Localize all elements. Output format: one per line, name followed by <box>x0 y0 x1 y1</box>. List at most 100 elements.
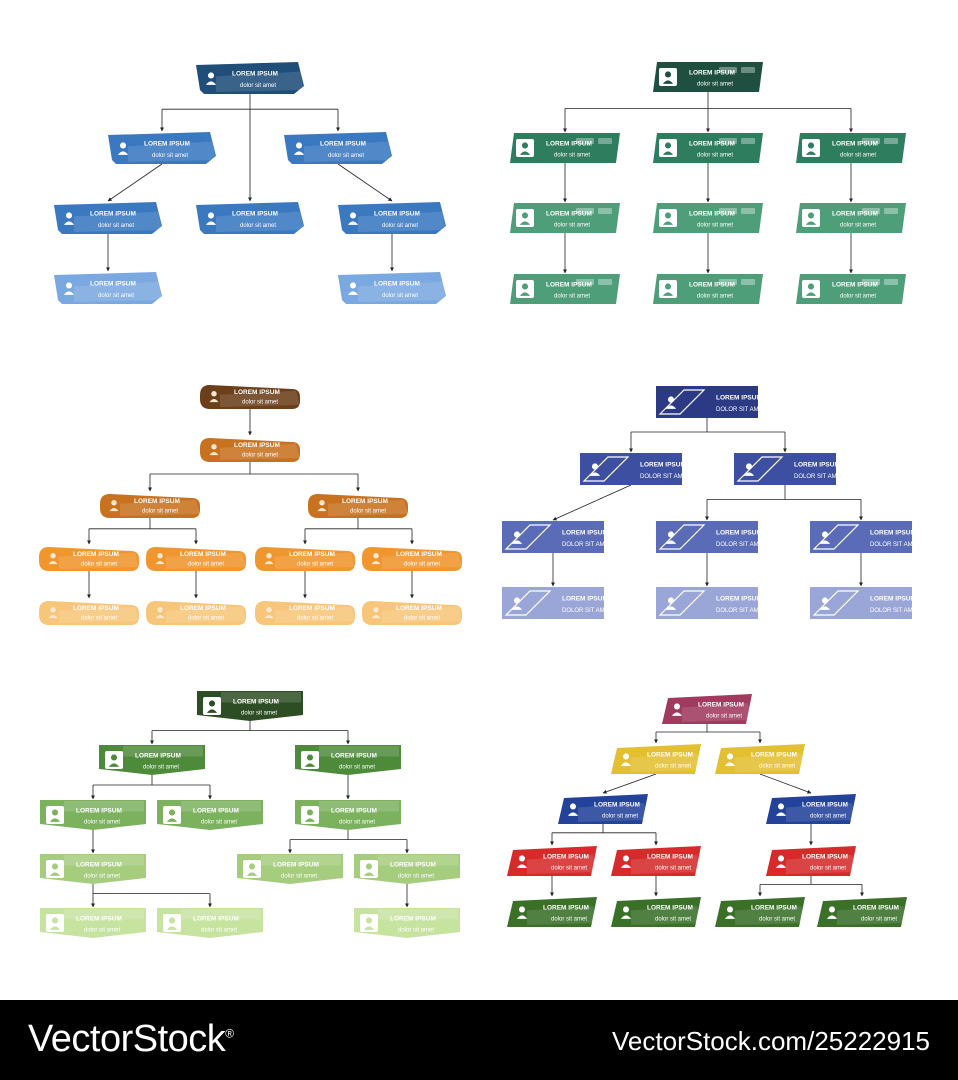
node-shape <box>507 897 597 927</box>
node-subtitle: dolor sit amet <box>242 399 278 405</box>
node-shape <box>611 897 701 927</box>
node-title: LOREM IPSUM <box>390 862 436 869</box>
node-shape <box>99 745 205 775</box>
node-subtitle: dolor sit amet <box>840 152 876 158</box>
user-icon <box>516 209 534 227</box>
node-subtitle: dolor sit amet <box>84 819 120 825</box>
node-title: LOREM IPSUM <box>751 905 797 912</box>
node-subtitle: dolor sit amet <box>398 927 434 933</box>
user-icon <box>516 855 528 868</box>
node-subtitle: dolor sit amet <box>84 873 120 879</box>
org-node-t9: LOREM IPSUM dolor sit amet <box>653 274 763 304</box>
node-shape <box>502 587 604 619</box>
connector-lines <box>563 92 853 274</box>
node-subtitle: dolor sit amet <box>404 615 440 621</box>
node-title: LOREM IPSUM <box>374 210 420 217</box>
node-title: LOREM IPSUM <box>802 854 848 861</box>
node-subtitle: DOLOR SIT AMET <box>716 542 767 548</box>
node-subtitle: dolor sit amet <box>240 83 276 89</box>
node-title: LOREM IPSUM <box>640 461 686 468</box>
node-title: LOREM IPSUM <box>546 211 592 218</box>
node-subtitle: dolor sit amet <box>697 152 733 158</box>
user-icon <box>589 463 601 476</box>
node-subtitle: dolor sit amet <box>188 561 224 567</box>
user-icon <box>203 697 221 715</box>
user-icon <box>802 280 820 298</box>
node-shape <box>54 202 162 234</box>
node-title: LOREM IPSUM <box>134 498 180 505</box>
user-icon <box>63 282 75 295</box>
node-subtitle: dolor sit amet <box>655 916 691 922</box>
node-shape <box>362 547 462 571</box>
node-shape <box>196 62 304 94</box>
node-shape <box>611 846 701 876</box>
node-shape <box>146 547 246 571</box>
node-subtitle: dolor sit amet <box>759 916 795 922</box>
node-subtitle: DOLOR SIT AMET <box>716 608 767 614</box>
node-title: LOREM IPSUM <box>716 394 762 401</box>
user-icon <box>63 212 75 225</box>
node-title: LOREM IPSUM <box>234 442 280 449</box>
node-title: LOREM IPSUM <box>698 702 744 709</box>
node-subtitle: DOLOR SIT AMET <box>640 474 691 480</box>
user-icon <box>819 597 831 610</box>
node-subtitle: dolor sit amet <box>328 153 364 159</box>
node-shape <box>502 521 604 553</box>
user-icon <box>209 391 219 403</box>
node-shape <box>255 601 355 625</box>
node-title: LOREM IPSUM <box>233 699 279 706</box>
node-subtitle: dolor sit amet <box>810 865 846 871</box>
node-shape <box>200 438 300 462</box>
node-title: LOREM IPSUM <box>320 140 366 147</box>
node-subtitle: dolor sit amet <box>81 615 117 621</box>
node-title: LOREM IPSUM <box>90 210 136 217</box>
node-subtitle: DOLOR SIT AMET <box>562 608 613 614</box>
user-icon <box>360 914 378 932</box>
node-title: LOREM IPSUM <box>144 140 190 147</box>
node-shape <box>715 897 805 927</box>
node-title: LOREM IPSUM <box>73 551 119 558</box>
user-icon <box>743 463 755 476</box>
node-subtitle: dolor sit amet <box>297 561 333 567</box>
node-shape <box>662 694 752 724</box>
user-icon <box>264 553 274 565</box>
node-shape <box>196 202 304 234</box>
user-icon <box>659 139 677 157</box>
user-icon <box>620 753 632 766</box>
node-subtitle: dolor sit amet <box>551 916 587 922</box>
node-title: LOREM IPSUM <box>802 802 848 809</box>
node-title: LOREM IPSUM <box>390 916 436 923</box>
node-subtitle: dolor sit amet <box>697 293 733 299</box>
org-node-b4: LOREM IPSUM dolor sit amet <box>284 132 392 164</box>
node-shape <box>157 800 263 830</box>
node-shape <box>40 854 146 884</box>
node-title: LOREM IPSUM <box>232 210 278 217</box>
node-title: LOREM IPSUM <box>689 282 735 289</box>
node-subtitle: DOLOR SIT AMET <box>794 474 845 480</box>
user-icon <box>155 553 165 565</box>
